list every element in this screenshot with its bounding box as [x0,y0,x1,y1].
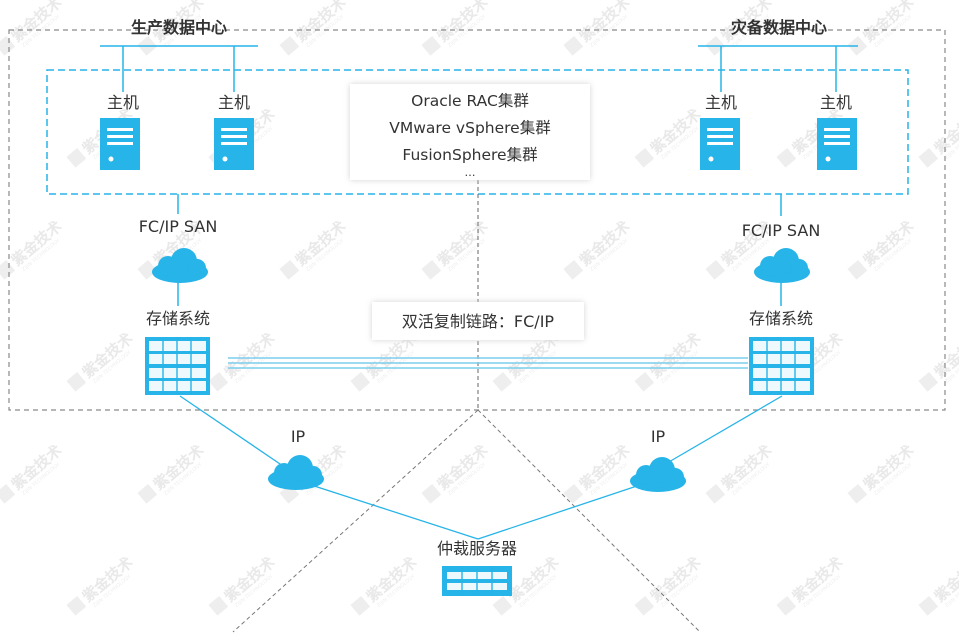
ip-cloud-icon [630,457,686,492]
host-label: 主机 [705,93,737,112]
ip-link-lines [179,395,783,540]
production-dc-title: 生产数据中心 [131,18,227,37]
diagonal-divider-right [477,409,701,633]
dr-dc-title: 灾备数据中心 [731,18,827,37]
replication-link-lines [228,357,748,369]
server-icon [214,118,254,170]
production-san-label: FC/IP SAN [139,217,218,236]
production-storage-label: 存储系统 [146,309,210,328]
cluster-label-box [350,84,590,180]
cluster-line: Oracle RAC集群 [411,92,529,110]
server-icon [700,118,740,170]
cluster-line: … [465,166,476,179]
host-cluster-boundary [46,69,909,195]
storage-array-icon [145,337,210,395]
storage-array-icon [749,337,814,395]
diagonal-divider-left [232,409,479,633]
ip-label-right: IP [651,427,666,446]
replication-link-label: 双活复制链路：FC/IP [402,312,554,331]
host-label: 主机 [107,93,139,112]
cluster-line: VMware vSphere集群 [389,119,550,137]
dr-storage-label: 存储系统 [749,309,813,328]
host-label: 主机 [218,93,250,112]
arbiter-server-icon [442,566,512,596]
datacenter-outer-boundary [8,29,946,411]
server-icon [817,118,857,170]
arbiter-label: 仲裁服务器 [437,539,517,558]
host-label: 主机 [820,93,852,112]
san-cloud-icon [754,248,810,283]
ip-label-left: IP [291,427,306,446]
dr-san-label: FC/IP SAN [742,221,821,240]
cluster-line: FusionSphere集群 [402,146,537,164]
server-icon [100,118,140,170]
replication-label-box [372,302,584,340]
